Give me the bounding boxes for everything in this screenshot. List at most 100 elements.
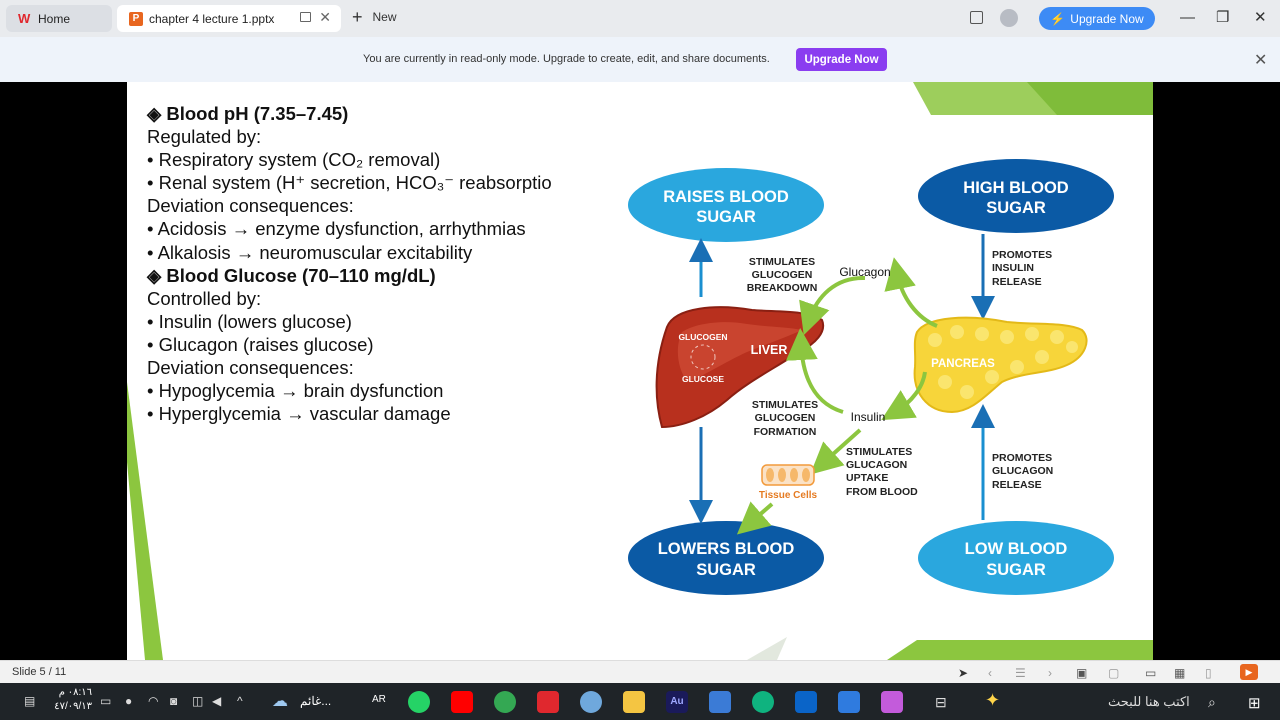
raises-label-2: SUGAR bbox=[696, 208, 756, 226]
cursor-pointer-icon: ➤ bbox=[958, 666, 969, 680]
stim-uptake-2: GLUCAGON bbox=[846, 459, 907, 471]
promotes-insulin-1: PROMOTES bbox=[992, 249, 1052, 261]
text-line: Deviation consequences: bbox=[147, 195, 354, 217]
arrow-insulin-to-liver bbox=[785, 328, 844, 414]
task-view-icon[interactable]: ⊟ bbox=[935, 694, 947, 710]
glucose-label: GLUCOSE bbox=[682, 374, 724, 384]
stim-formation-1: STIMULATES bbox=[752, 399, 818, 411]
tab-manager-icon[interactable] bbox=[970, 11, 983, 24]
upgrade-now-button[interactable]: Upgrade Now bbox=[796, 48, 887, 71]
low-blood-sugar-ellipse bbox=[918, 521, 1114, 595]
low-label-2: SUGAR bbox=[986, 561, 1046, 579]
glucose-regulation-diagram: RAISES BLOOD SUGAR HIGH BLOOD SUGAR LOWE… bbox=[628, 159, 1114, 595]
file-explorer-icon[interactable] bbox=[623, 691, 645, 713]
notice-text: You are currently in read-only mode. Upg… bbox=[363, 53, 770, 65]
stim-uptake-4: FROM BLOOD bbox=[846, 486, 918, 498]
camera-icon[interactable]: ◙ bbox=[170, 694, 178, 708]
audition-icon[interactable]: Au bbox=[666, 691, 688, 713]
fit-page-icon[interactable]: ▣ bbox=[1076, 666, 1088, 680]
tab-home[interactable]: W Home bbox=[6, 5, 112, 32]
tab-document[interactable]: P chapter 4 lecture 1.pptx ✕ bbox=[117, 5, 341, 32]
youtube-icon[interactable] bbox=[451, 691, 473, 713]
heading-blood-ph: ◈ Blood pH (7.35–7.45) bbox=[147, 103, 349, 124]
new-tab-button[interactable]: + New bbox=[352, 7, 397, 27]
arrow-glucagon-to-liver bbox=[799, 275, 866, 336]
plus-icon: + bbox=[352, 7, 363, 27]
bullet-item: • Alkalosis → neuromuscular excitability bbox=[147, 241, 473, 263]
windows-start-icon[interactable]: ⊞ bbox=[1248, 695, 1261, 712]
reading-view-icon[interactable]: ▯ bbox=[1205, 666, 1212, 680]
upgrade-now-pill-button[interactable]: ⚡ Upgrade Now bbox=[1039, 7, 1155, 30]
bullet-item: • Hypoglycemia → brain dysfunction bbox=[147, 380, 444, 402]
copilot-icon[interactable] bbox=[881, 691, 903, 713]
tab-bar: W Home P chapter 4 lecture 1.pptx ✕ + Ne… bbox=[0, 0, 1280, 37]
language-indicator[interactable]: AR bbox=[372, 694, 386, 705]
stim-breakdown-3: BREAKDOWN bbox=[747, 282, 818, 294]
lowers-label-1: LOWERS BLOOD bbox=[658, 540, 795, 558]
avatar[interactable] bbox=[1000, 9, 1018, 27]
wps-office-icon[interactable] bbox=[537, 691, 559, 713]
slide-body-text: ◈ Blood pH (7.35–7.45) Regulated by: • R… bbox=[147, 102, 607, 425]
grid-view-icon[interactable]: ▦ bbox=[1174, 666, 1186, 680]
whatsapp-icon[interactable] bbox=[408, 691, 430, 713]
heading-blood-glucose: ◈ Blood Glucose (70–110 mg/dL) bbox=[147, 264, 436, 286]
taskbar-search[interactable]: اكتب هنا للبحث bbox=[1108, 694, 1190, 709]
promotes-glucagon-3: RELEASE bbox=[992, 479, 1042, 491]
laptop-app-icon[interactable] bbox=[709, 691, 731, 713]
minimize-icon[interactable]: — bbox=[1180, 9, 1195, 26]
arrow-insulin-to-tissue bbox=[810, 428, 862, 475]
slide-number: Slide 5 / 11 bbox=[12, 666, 67, 678]
close-tab-icon[interactable]: ✕ bbox=[319, 9, 331, 25]
prev-slide-icon[interactable]: ‹ bbox=[988, 666, 992, 680]
lowers-blood-sugar-ellipse bbox=[628, 521, 824, 595]
close-window-icon[interactable]: ✕ bbox=[1254, 9, 1267, 26]
weather-text[interactable]: غائم... bbox=[300, 694, 332, 708]
pancreas-shape bbox=[913, 316, 1088, 414]
stim-breakdown-1: STIMULATES bbox=[749, 256, 815, 268]
new-tab-label: New bbox=[372, 10, 397, 24]
bullet-item: • Glucagon (raises glucose) bbox=[147, 333, 374, 355]
tray-clock[interactable]: ٠٨:١٦ م ٤٧/٠٩/١٣ bbox=[52, 686, 92, 714]
edge-icon[interactable] bbox=[752, 691, 774, 713]
text-line: Deviation consequences: bbox=[147, 357, 354, 379]
cloud-sync-icon[interactable]: ◫ bbox=[192, 694, 204, 708]
outlook-icon[interactable] bbox=[795, 691, 817, 713]
bullet-item: • Respiratory system (CO₂ removal) bbox=[147, 149, 441, 171]
next-slide-icon[interactable]: › bbox=[1048, 666, 1052, 680]
weather-cloud-icon: ☁ bbox=[272, 693, 288, 710]
export-icon[interactable]: ▢ bbox=[1108, 666, 1120, 680]
slide-canvas: ◈ Blood pH (7.35–7.45) Regulated by: • R… bbox=[127, 82, 1153, 660]
sparkle-icon[interactable]: ✦ bbox=[985, 690, 1001, 710]
battery-icon[interactable]: ▭ bbox=[100, 694, 112, 708]
window-mode-icon[interactable] bbox=[300, 12, 311, 22]
arrow-tissue-to-lowers bbox=[736, 501, 774, 535]
high-label-1: HIGH BLOOD bbox=[963, 179, 1068, 197]
store-icon[interactable] bbox=[838, 691, 860, 713]
bullet-item: • Hyperglycemia → vascular damage bbox=[147, 403, 451, 425]
stim-formation-2: GLUCOGEN bbox=[755, 412, 816, 424]
speaker-icon[interactable]: ◀ bbox=[212, 694, 222, 708]
restore-window-icon[interactable]: ❐ bbox=[1216, 9, 1230, 26]
outline-icon[interactable]: ☰ bbox=[1015, 666, 1026, 680]
normal-view-icon[interactable]: ▭ bbox=[1145, 666, 1157, 680]
slide-decoration bbox=[127, 82, 1153, 660]
arrow-pancreas-to-glucagon bbox=[884, 257, 938, 328]
chevron-up-icon[interactable]: ^ bbox=[237, 694, 243, 708]
glucagon-label: Glucagon bbox=[839, 265, 890, 279]
liver-label: LIVER bbox=[751, 343, 788, 357]
notification-icon[interactable]: ▤ bbox=[24, 694, 36, 708]
insulin-label: Insulin bbox=[851, 410, 886, 424]
chrome-icon[interactable] bbox=[494, 691, 516, 713]
bullet-item: • Acidosis → enzyme dysfunction, arrhyth… bbox=[147, 218, 526, 240]
paint-icon[interactable] bbox=[580, 691, 602, 713]
play-slideshow-icon[interactable]: ▶ bbox=[1240, 664, 1258, 680]
close-notice-icon[interactable]: ✕ bbox=[1254, 52, 1268, 69]
raises-label-1: RAISES BLOOD bbox=[663, 188, 789, 206]
wifi-icon[interactable]: ◠ bbox=[148, 694, 159, 708]
tab-document-label: chapter 4 lecture 1.pptx bbox=[149, 11, 275, 26]
lowers-label-2: SUGAR bbox=[696, 561, 756, 579]
high-label-2: SUGAR bbox=[986, 199, 1046, 217]
microphone-icon[interactable]: ● bbox=[125, 694, 133, 708]
presentation-file-icon: P bbox=[129, 11, 143, 26]
search-icon[interactable]: ⌕ bbox=[1208, 694, 1216, 710]
